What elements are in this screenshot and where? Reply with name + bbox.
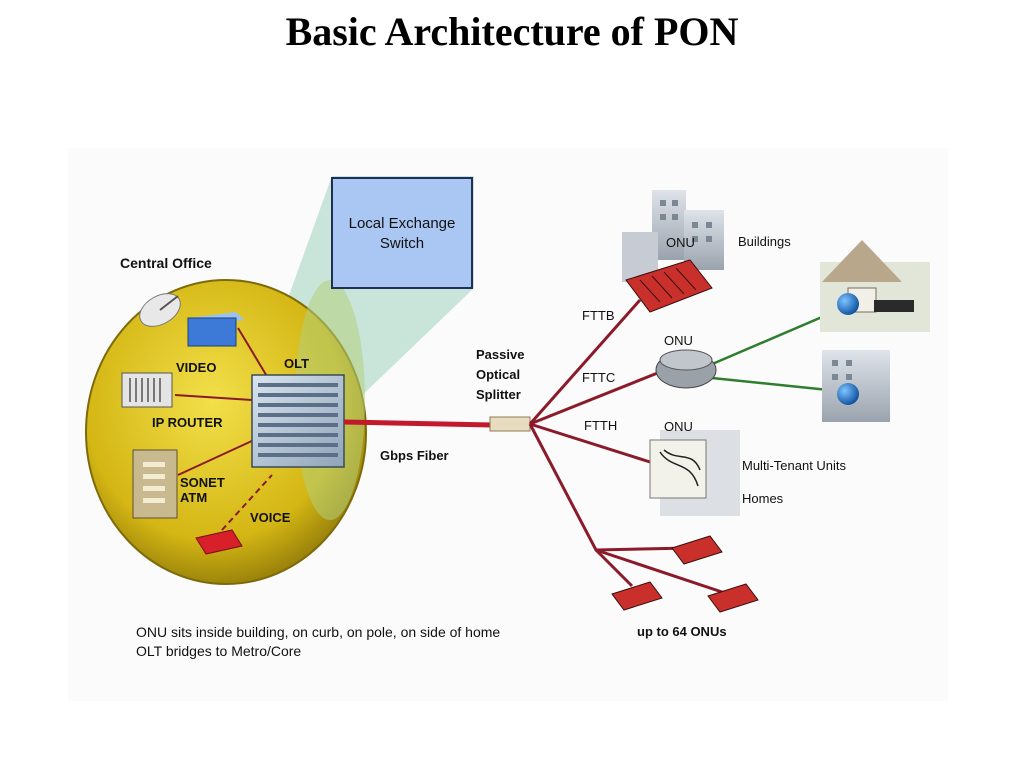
central-office-label: Central Office [120, 255, 212, 271]
fiber-fttb [528, 299, 642, 425]
home-house-2-icon [822, 350, 890, 422]
note-line-2: OLT bridges to Metro/Core [136, 643, 301, 659]
trunk-fiber [343, 419, 493, 428]
ip-router-label: IP ROUTER [152, 415, 223, 430]
olt-label: OLT [284, 356, 309, 371]
sonet-label: SONET [180, 475, 225, 490]
onu-label-curb: ONU [664, 333, 693, 348]
splitter-icon [489, 416, 531, 432]
home-house-1-icon [820, 240, 930, 332]
gbps-fiber-label: Gbps Fiber [380, 448, 449, 463]
olt-rack-icon [251, 374, 345, 468]
onu-label-buildings: ONU [666, 235, 695, 250]
video-device-icon [187, 312, 244, 347]
home-2-terminal-icon [837, 383, 859, 405]
onu-cluster-icon-2 [611, 581, 663, 611]
sonet-atm-cabinet-icon [132, 449, 178, 519]
voice-switch-icon [195, 529, 243, 555]
voice-link [221, 474, 273, 531]
fttc-label: FTTC [582, 370, 615, 385]
fiber-onus-2 [594, 548, 634, 588]
local-exchange-switch-box [331, 177, 473, 289]
splitter-label-line1: Passive [476, 347, 524, 362]
branch-fibers [528, 299, 729, 596]
splitter-label-line3: Splitter [476, 387, 521, 402]
fttb-label: FTTB [582, 308, 615, 323]
fiber-onus-3 [595, 548, 729, 596]
onu-label-mtu: ONU [664, 419, 693, 434]
video-label: VIDEO [176, 360, 216, 375]
sonet-link [177, 439, 255, 476]
voice-label: VOICE [250, 510, 291, 525]
fiber-fttc [529, 370, 661, 426]
switch-label-line2: Switch [380, 235, 424, 252]
home-1-terminal-icon [837, 293, 859, 315]
buildings-label: Buildings [738, 234, 791, 249]
splitter-label-line2: Optical [476, 367, 520, 382]
satellite-dish-icon [139, 293, 181, 327]
fttc-onu-device-icon [655, 349, 717, 389]
onu-cluster-icon-3 [707, 583, 759, 613]
ip-router-icon [121, 372, 173, 408]
onu-cluster-icon-1 [671, 535, 723, 565]
switch-label-line1: Local Exchange [349, 215, 456, 232]
ftth-label: FTTH [584, 418, 617, 433]
slide-title: Basic Architecture of PON [285, 9, 739, 54]
atm-label: ATM [180, 490, 207, 505]
mtu-building-illustration [649, 430, 740, 516]
buildings-illustration [622, 190, 724, 282]
note-line-1: ONU sits inside building, on curb, on po… [136, 624, 500, 640]
onus-count-label: up to 64 ONUs [637, 624, 727, 639]
fiber-ftth [529, 422, 651, 464]
homes-label: Homes [742, 491, 784, 506]
fttb-onu-device-icon [625, 259, 713, 313]
mtu-label: Multi-Tenant Units [742, 458, 847, 473]
video-link [237, 327, 269, 379]
router-link [174, 394, 253, 401]
